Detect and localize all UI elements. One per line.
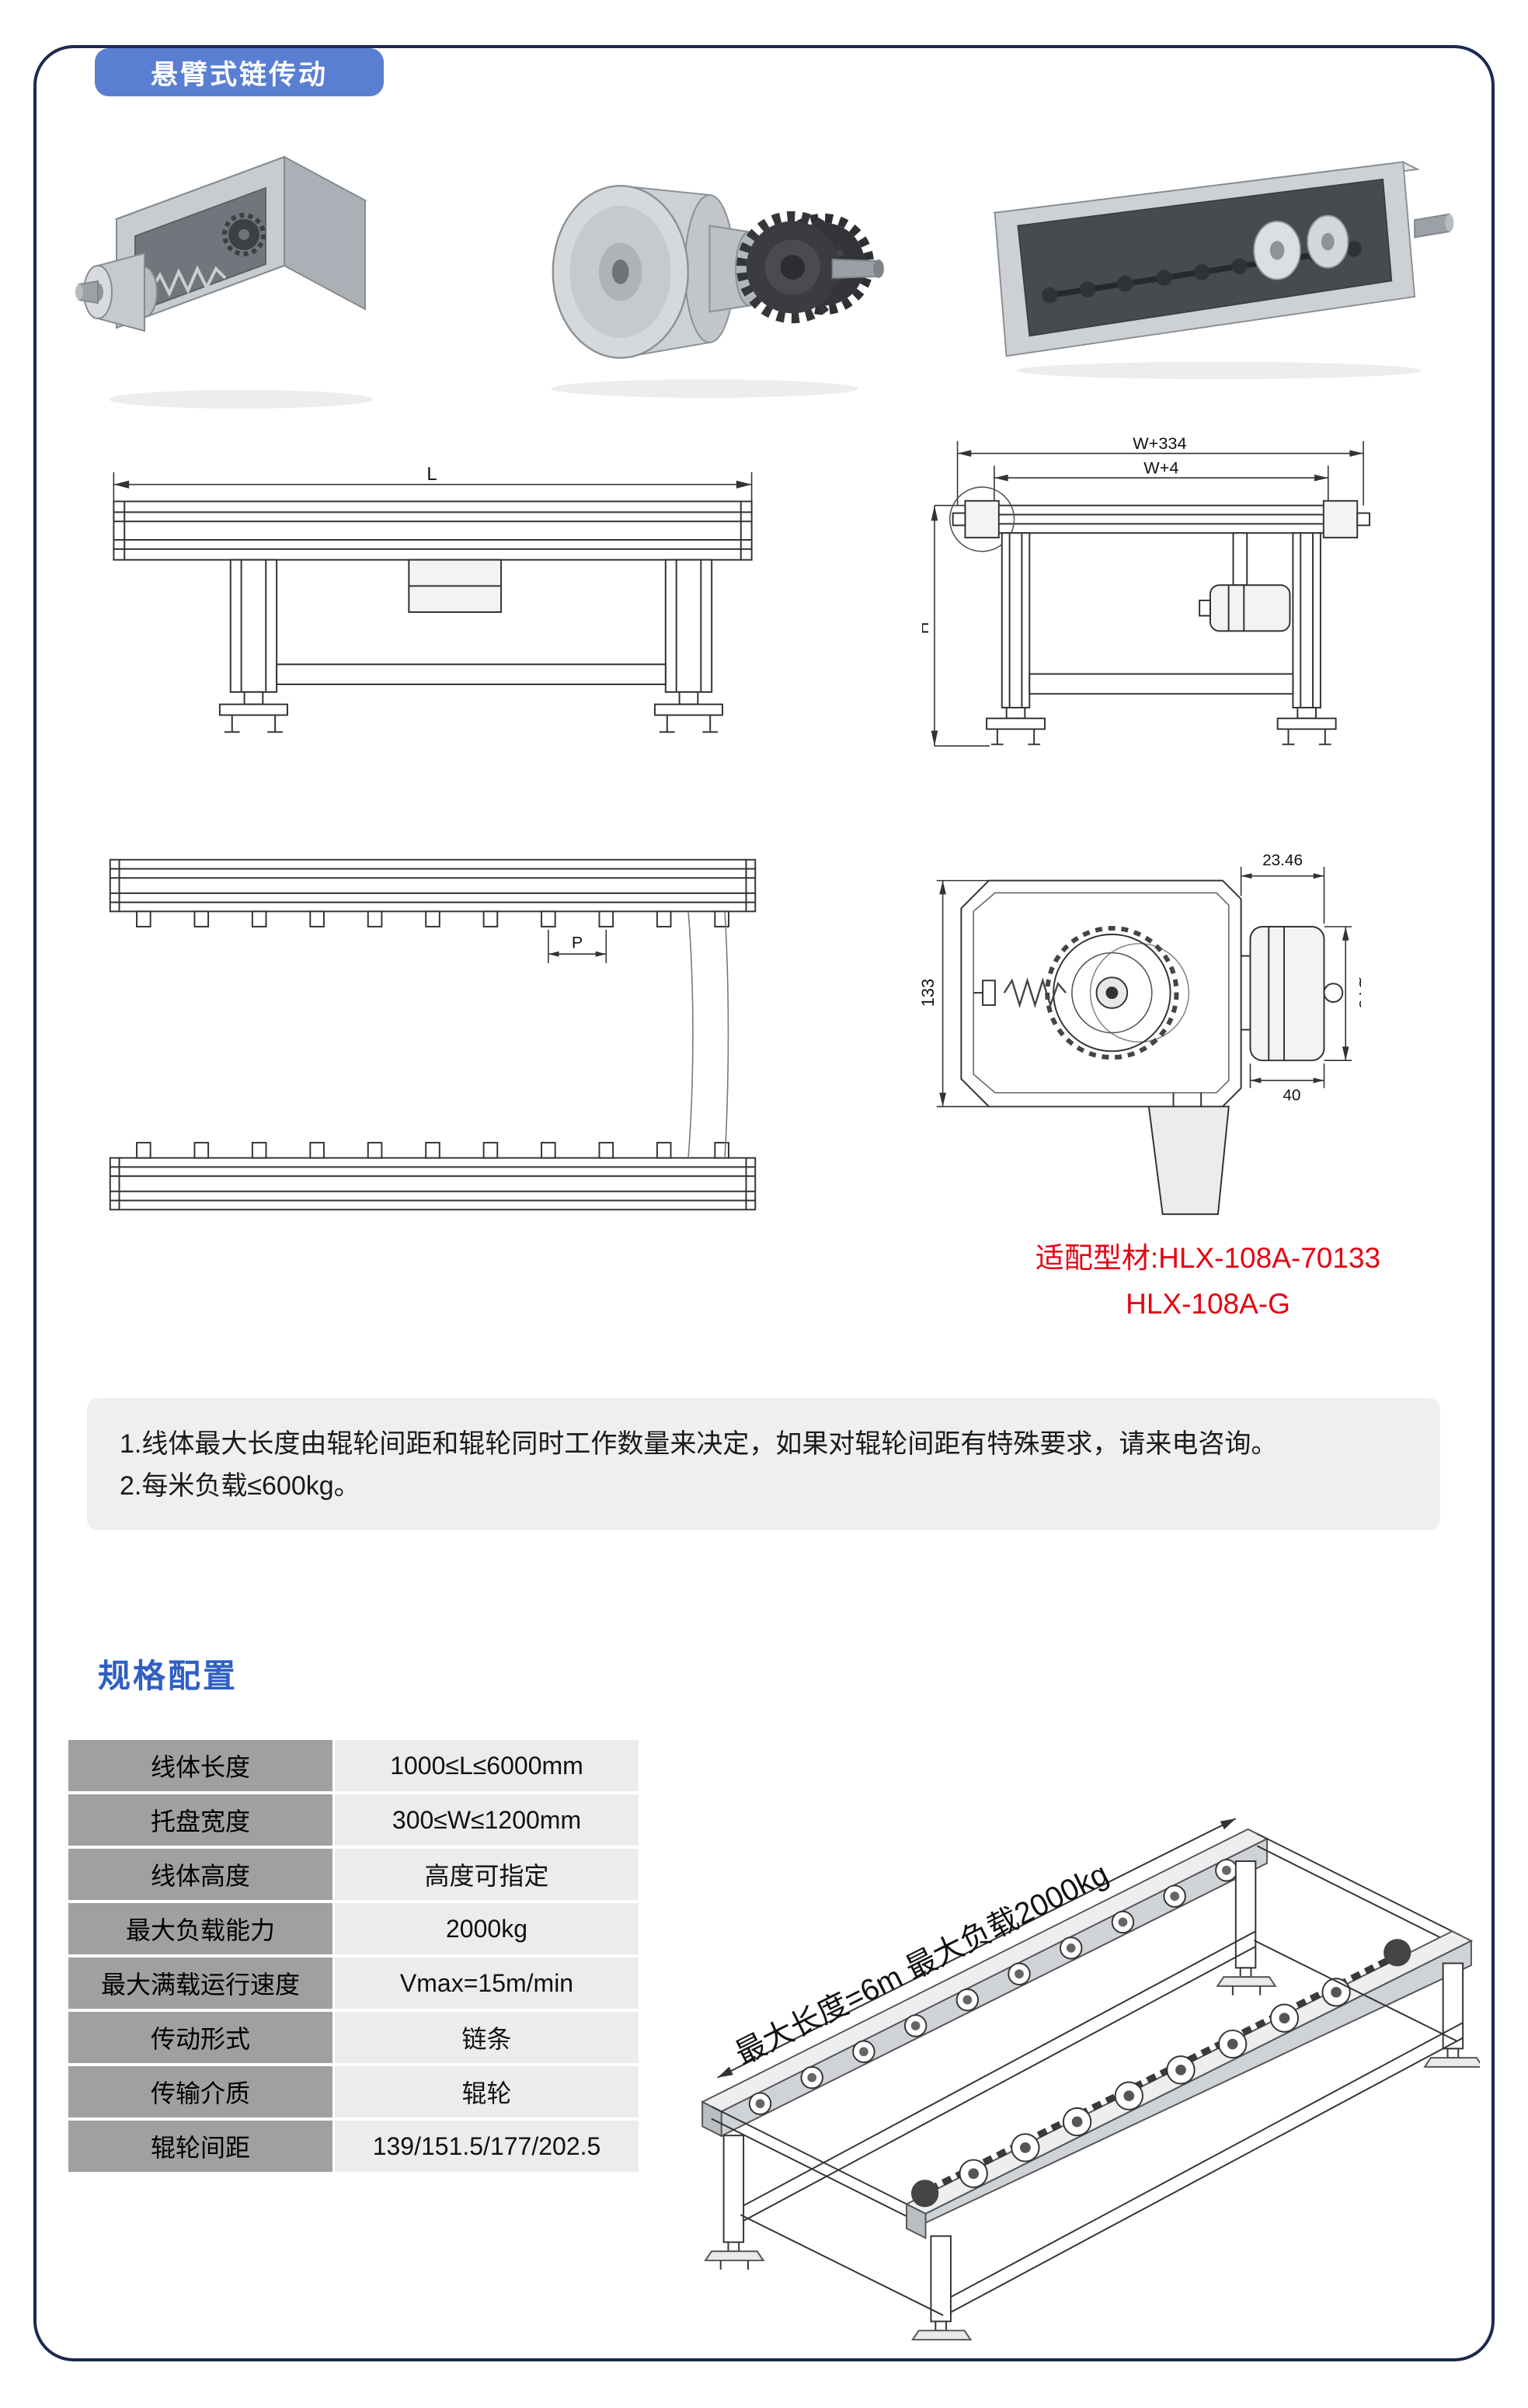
compatible-profile-line1: 适配型材:HLX-108A-70133 — [1035, 1242, 1381, 1274]
product-photo-profile-block — [70, 141, 388, 413]
profile-block-render — [75, 155, 373, 409]
spec-value-cell: 高度可指定 — [335, 1849, 639, 1900]
table-row: 辊轮间距 139/151.5/177/202.5 — [68, 2121, 639, 2172]
spec-label-cell: 线体高度 — [68, 1849, 332, 1900]
isometric-svg: 最大长度=6m 最大负载2000kg — [700, 1818, 1480, 2341]
drawing-side-view: L — [98, 465, 767, 757]
drawing-isometric-conveyor: 最大长度=6m 最大负载2000kg — [656, 1703, 1480, 2343]
spec-value-cell: 139/151.5/177/202.5 — [335, 2121, 639, 2172]
end-view-svg: W+334 W+4 H — [922, 435, 1370, 747]
spec-table: 线体长度 1000≤L≤6000mm 托盘宽度 300≤W≤1200mm 线体高… — [68, 1740, 639, 2172]
spec-value-cell: Vmax=15m/min — [335, 1957, 639, 2009]
dim-label-H: H — [922, 622, 932, 635]
top-view-svg: P — [109, 858, 757, 1211]
spec-value-cell: 2000kg — [335, 1903, 639, 1954]
dim-label-L: L — [426, 465, 437, 485]
drawing-top-view: P — [98, 851, 767, 1219]
table-row: 线体长度 1000≤L≤6000mm — [68, 1740, 639, 1791]
note-line-1: 1.线体最大长度由辊轮间距和辊轮同时工作数量来决定，如果对辊轮间距有特殊要求，请… — [120, 1429, 1278, 1459]
section-view-svg: 23.46 Ø78 133 40 — [918, 851, 1361, 1216]
spec-section-title: 规格配置 — [98, 1658, 238, 1694]
product-photo-channel-chain — [980, 144, 1458, 384]
table-row: 托盘宽度 300≤W≤1200mm — [68, 1794, 639, 1846]
table-row: 线体高度 高度可指定 — [68, 1849, 639, 1900]
side-view-svg: L — [113, 465, 753, 733]
table-row: 最大满载运行速度 Vmax=15m/min — [68, 1957, 639, 2009]
detail-callout-circle — [948, 486, 1015, 552]
dim-label-40: 40 — [1283, 1087, 1300, 1105]
spec-value-cell: 1000≤L≤6000mm — [335, 1740, 639, 1791]
page-border — [33, 45, 1495, 2361]
spec-value-cell: 链条 — [335, 2012, 639, 2063]
table-row: 传输介质 辊轮 — [68, 2066, 639, 2117]
drawing-section-view: 23.46 Ø78 133 40 — [915, 845, 1361, 1230]
spec-label-cell: 托盘宽度 — [68, 1794, 332, 1846]
dim-label-w4: W+4 — [1143, 458, 1178, 477]
roller-sprocket-render — [551, 185, 884, 398]
table-row: 传动形式 链条 — [68, 2012, 639, 2063]
spec-label-cell: 最大负载能力 — [68, 1903, 332, 1954]
dim-label-w334: W+334 — [1133, 435, 1186, 453]
spec-label-cell: 传输介质 — [68, 2066, 332, 2117]
note-line-2: 2.每米负载≤600kg。 — [120, 1471, 360, 1501]
spec-value-cell: 300≤W≤1200mm — [335, 1794, 639, 1846]
dim-label-2346: 23.46 — [1262, 851, 1303, 869]
section-badge: 悬臂式链传动 — [95, 48, 384, 96]
dim-label-133: 133 — [918, 979, 938, 1007]
product-photo-roller-sprocket — [513, 130, 897, 407]
channel-chain-render — [992, 161, 1454, 380]
spec-label-cell: 辊轮间距 — [68, 2121, 332, 2172]
spec-label-cell: 传动形式 — [68, 2012, 332, 2063]
notes-box: 1.线体最大长度由辊轮间距和辊轮同时工作数量来决定，如果对辊轮间距有特殊要求，请… — [87, 1398, 1440, 1530]
table-row: 最大负载能力 2000kg — [68, 1903, 639, 1954]
dim-label-P: P — [572, 933, 583, 952]
compatible-profile-text: 适配型材:HLX-108A-70133 HLX-108A-G — [967, 1235, 1449, 1327]
compatible-profile-line2: HLX-108A-G — [1126, 1288, 1290, 1320]
section-badge-label: 悬臂式链传动 — [150, 59, 328, 90]
spec-label-cell: 最大满载运行速度 — [68, 1957, 332, 2009]
spec-label-cell: 线体长度 — [68, 1740, 332, 1791]
spec-value-cell: 辊轮 — [335, 2066, 639, 2117]
drawing-end-view: W+334 W+4 H — [922, 435, 1382, 761]
dim-label-d78: Ø78 — [1356, 977, 1361, 1009]
